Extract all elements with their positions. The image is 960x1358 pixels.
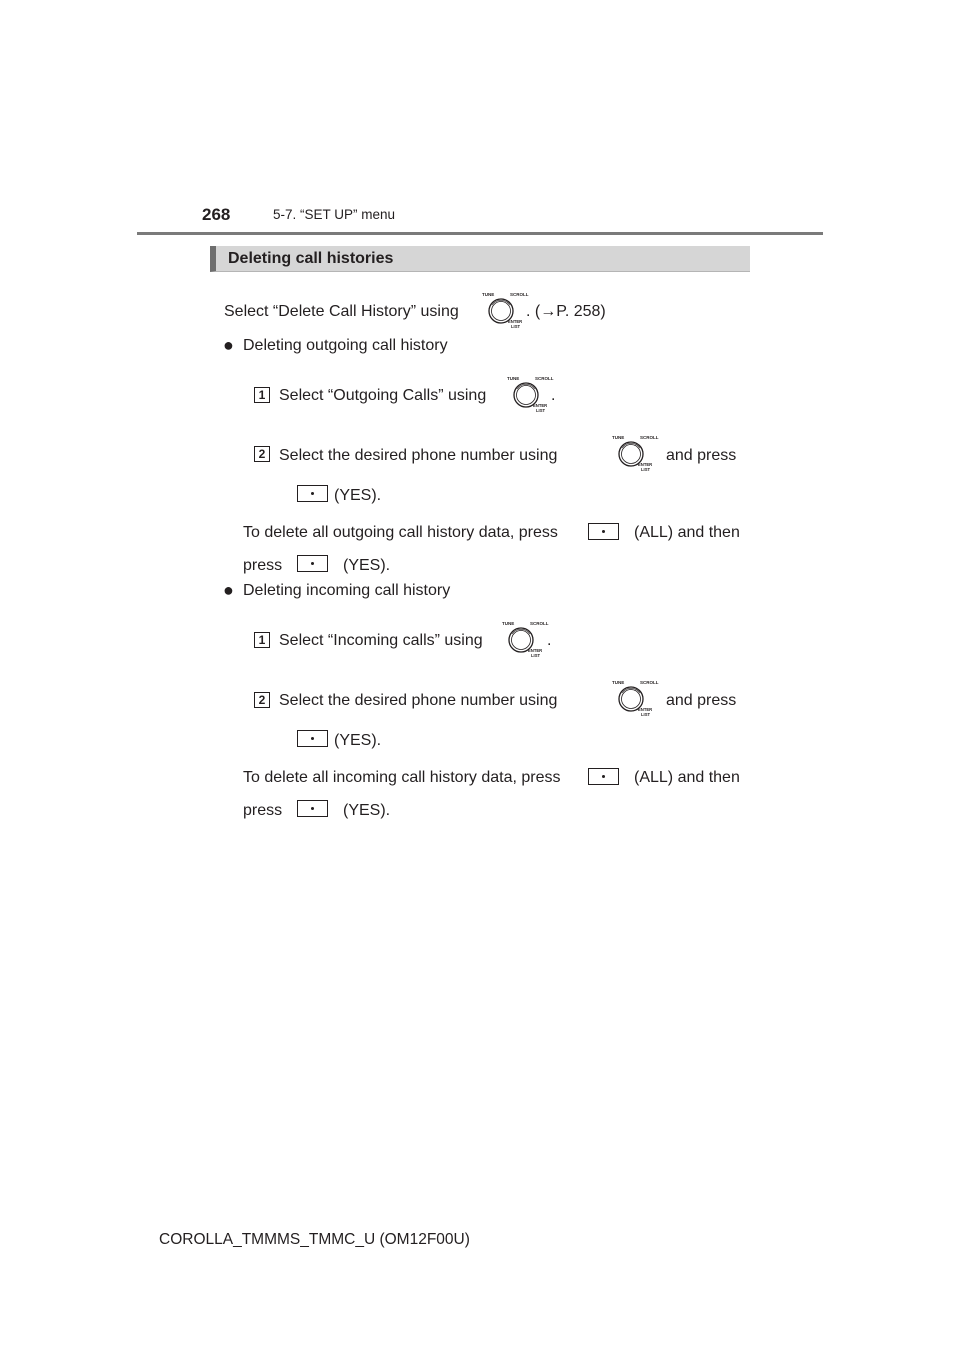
svg-text:SCROLL: SCROLL	[510, 292, 529, 297]
svg-text:ENTER: ENTER	[638, 462, 652, 467]
svg-text:ENTER: ENTER	[528, 648, 542, 653]
yes-button-icon	[297, 555, 328, 572]
note-text-end: (YES).	[343, 802, 391, 819]
step-text-end: .	[551, 387, 556, 404]
step-text-cont: (YES).	[334, 732, 382, 749]
svg-text:SCROLL: SCROLL	[640, 680, 659, 685]
outgoing-title: Deleting outgoing call history	[243, 337, 448, 354]
note-text-end: (ALL) and then	[634, 524, 740, 541]
yes-button-icon	[297, 485, 328, 502]
section-title: 5-7. “SET UP” menu	[273, 207, 396, 222]
intro-text: Select “Delete Call History” using	[224, 303, 459, 320]
bullet-icon: ●	[223, 580, 234, 600]
intro-page-ref: . (→P. 258)	[526, 303, 606, 320]
svg-text:LIST: LIST	[511, 324, 521, 329]
all-button-icon	[588, 768, 619, 785]
svg-text:TUNE: TUNE	[482, 292, 494, 297]
note-text: press	[243, 802, 283, 819]
section-heading: Deleting call histories	[228, 250, 394, 267]
svg-text:LIST: LIST	[536, 408, 546, 413]
svg-text:SCROLL: SCROLL	[530, 621, 549, 626]
document-footer: COROLLA_TMMMS_TMMC_U (OM12F00U)	[159, 1231, 470, 1248]
step-number: 2	[254, 692, 270, 708]
step-text-end: and press	[666, 692, 737, 709]
step-text: Select “Outgoing Calls” using	[279, 387, 487, 404]
svg-text:LIST: LIST	[531, 653, 541, 658]
step-number: 2	[254, 446, 270, 462]
note-text: To delete all incoming call history data…	[243, 769, 561, 786]
page-number: 268	[202, 205, 231, 224]
note-text: To delete all outgoing call history data…	[243, 524, 558, 541]
svg-text:TUNE: TUNE	[612, 680, 624, 685]
bullet-icon: ●	[223, 335, 234, 355]
svg-text:ENTER: ENTER	[638, 707, 652, 712]
note-text-end: (ALL) and then	[634, 769, 740, 786]
svg-text:ENTER: ENTER	[508, 319, 522, 324]
yes-button-icon	[297, 730, 328, 747]
svg-text:TUNE: TUNE	[612, 435, 624, 440]
svg-text:TUNE: TUNE	[507, 376, 519, 381]
step-number: 1	[254, 632, 270, 648]
svg-text:SCROLL: SCROLL	[535, 376, 554, 381]
svg-text:TUNE: TUNE	[502, 621, 514, 626]
svg-text:ENTER: ENTER	[533, 403, 547, 408]
all-button-icon	[588, 523, 619, 540]
step-number: 1	[254, 387, 270, 403]
svg-text:LIST: LIST	[641, 712, 651, 717]
step-text-end: and press	[666, 447, 737, 464]
svg-text:SCROLL: SCROLL	[640, 435, 659, 440]
yes-button-icon	[297, 800, 328, 817]
step-text: Select the desired phone number using	[279, 447, 558, 464]
step-text-cont: (YES).	[334, 487, 382, 504]
note-text-end: (YES).	[343, 557, 391, 574]
step-text: Select the desired phone number using	[279, 692, 558, 709]
section-heading-bar: Deleting call histories	[210, 246, 750, 272]
svg-text:LIST: LIST	[641, 467, 651, 472]
step-text: Select “Incoming calls” using	[279, 632, 483, 649]
note-text: press	[243, 557, 283, 574]
incoming-title: Deleting incoming call history	[243, 582, 451, 599]
step-text-end: .	[547, 632, 552, 649]
header-divider	[137, 232, 823, 235]
